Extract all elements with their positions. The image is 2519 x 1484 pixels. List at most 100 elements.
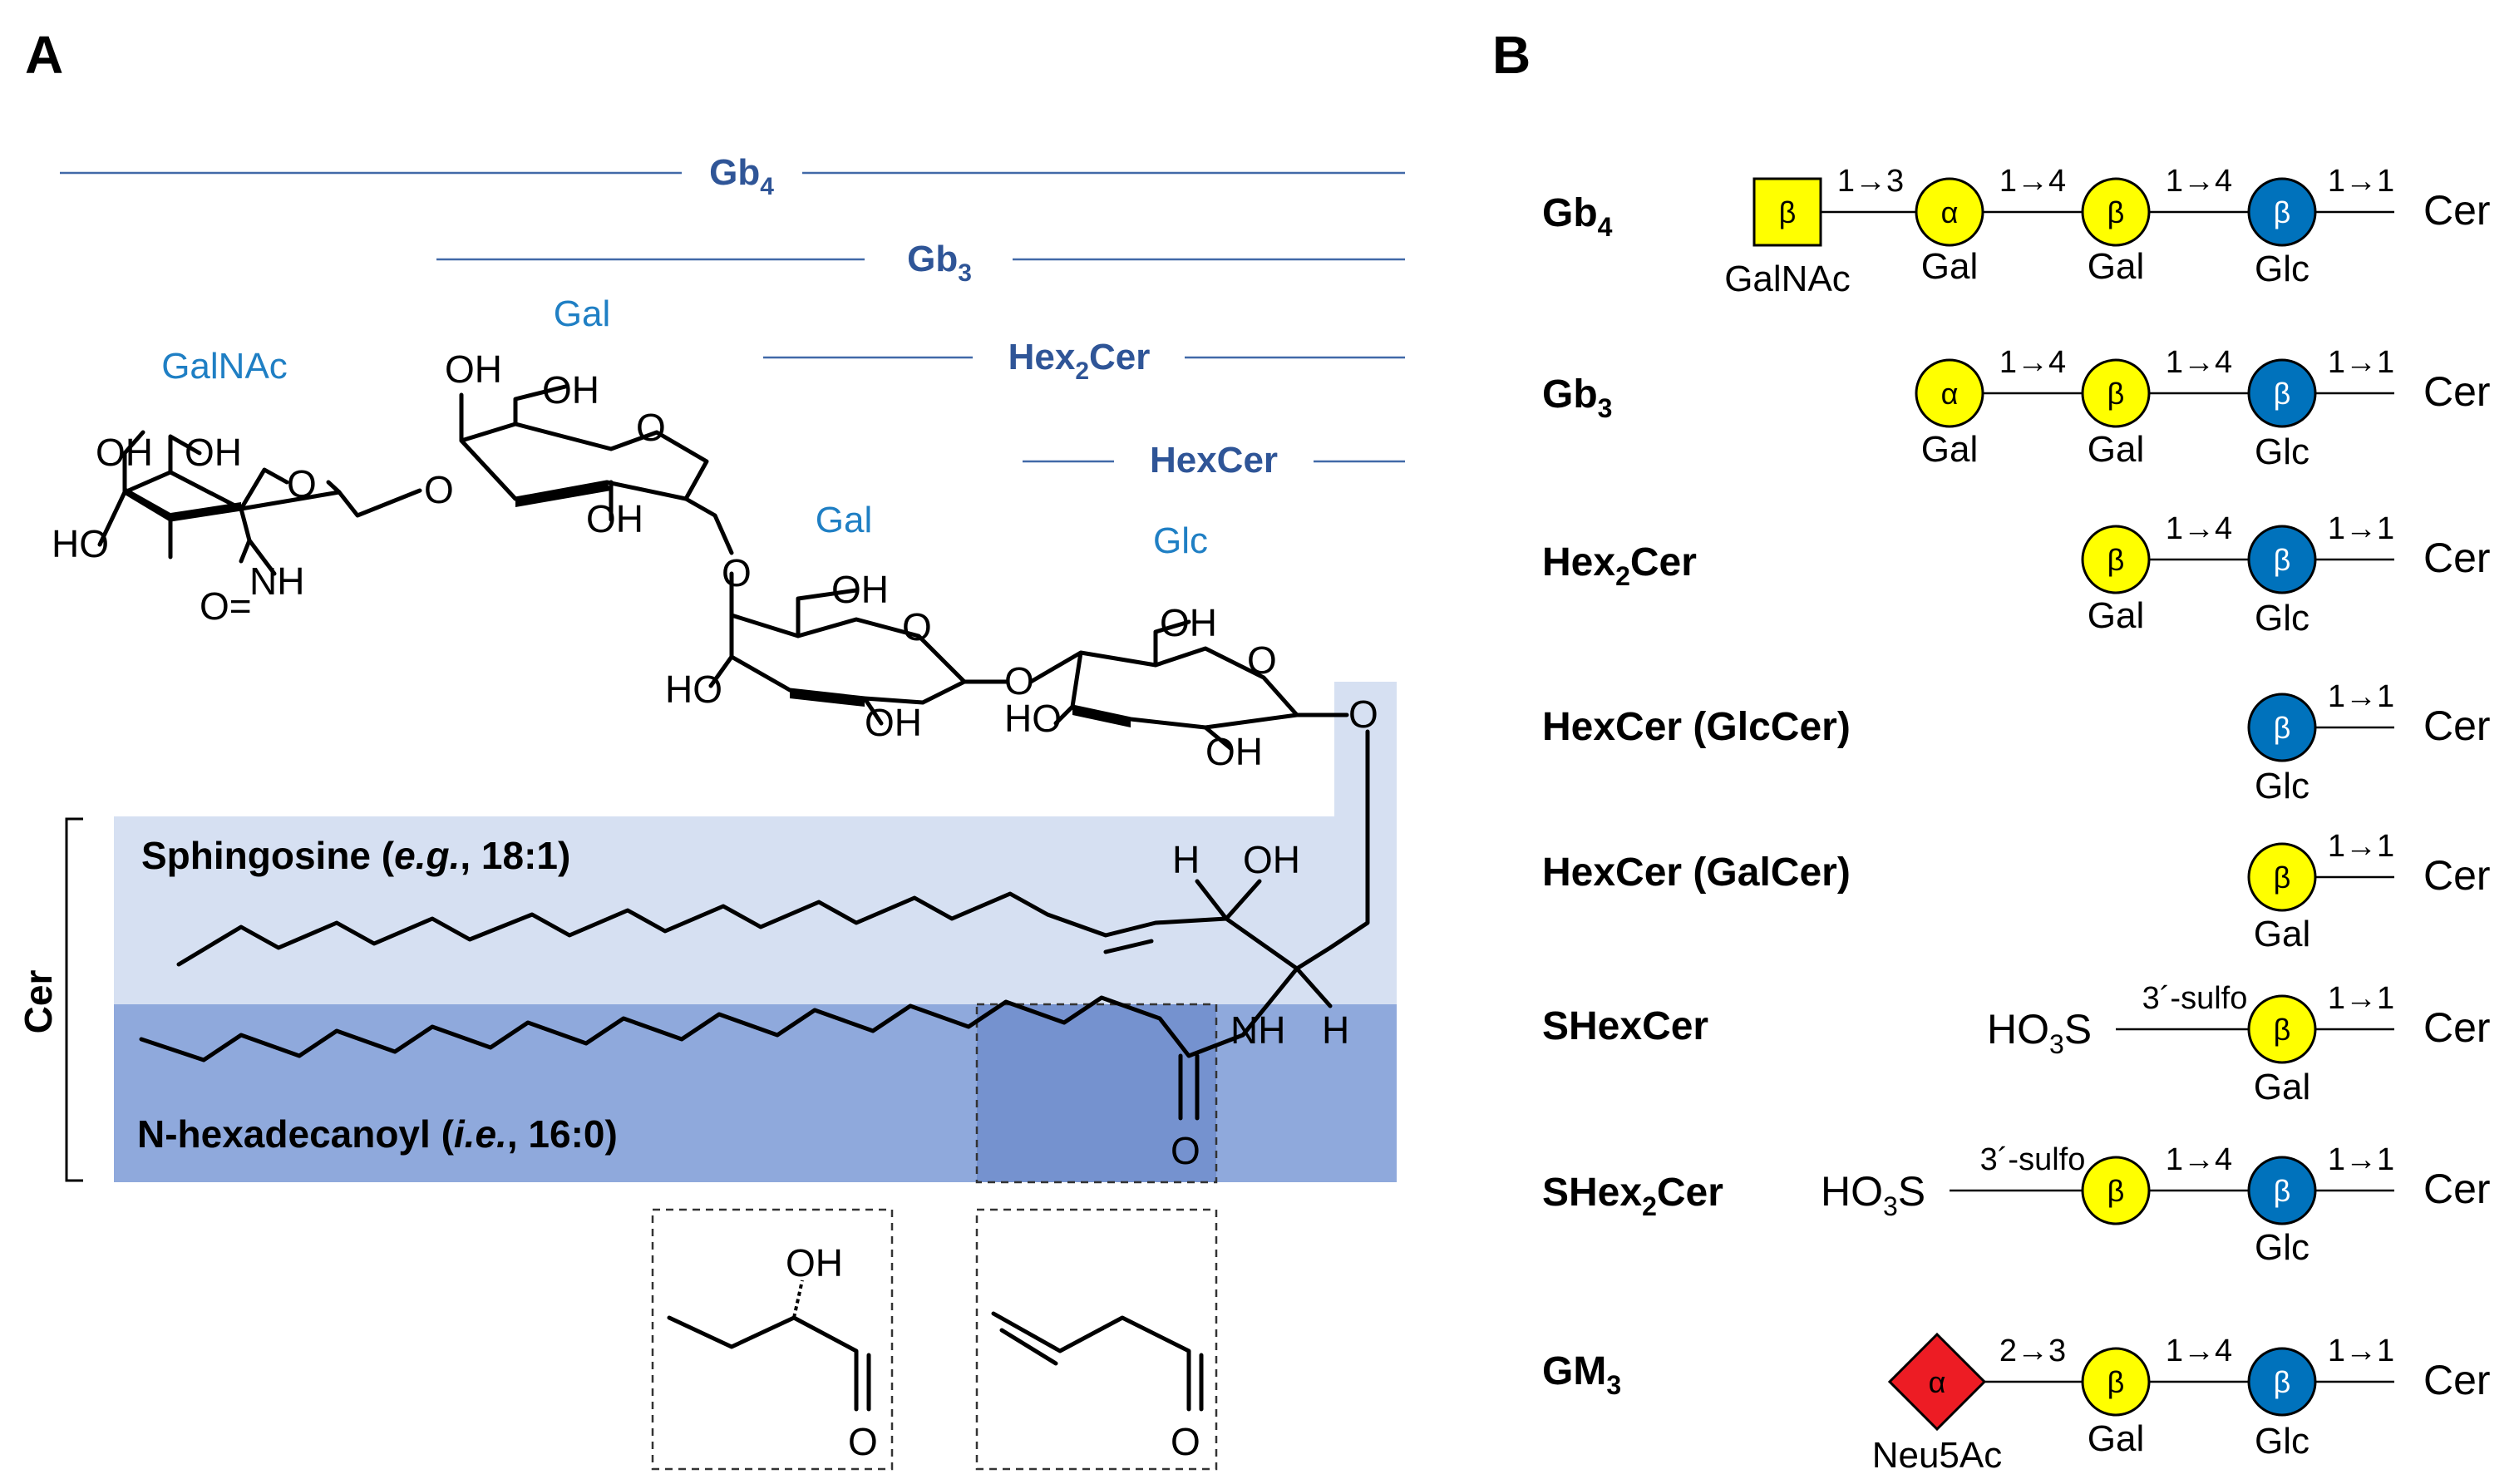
glycan-glccer: β 1→1 Glc Cer	[2247, 679, 2491, 806]
atom-h: H	[1172, 838, 1200, 881]
atom-oh: OH	[1160, 601, 1217, 644]
glycan-gb4: β α β β 1→3 1→4 1→4 1→1 GalNAc Gal Gal G…	[1724, 164, 2490, 299]
gal-terminal-ring	[459, 384, 734, 555]
atom-o: O	[1171, 1129, 1200, 1172]
atom-oh: OH	[445, 348, 502, 391]
atom-oh: OH	[586, 497, 643, 540]
hexcer-span-label: HexCer	[1150, 440, 1278, 481]
atom-oh: OH	[185, 431, 242, 474]
row-label-hexcer-glccer: HexCer (GlcCer)	[1542, 705, 1851, 749]
anomer-label: β	[2107, 377, 2125, 411]
galnac-ring	[97, 430, 422, 576]
residue-name: Neu5Ac	[1872, 1435, 2003, 1476]
anomer-label: β	[1779, 195, 1797, 229]
anomer-label: β	[2107, 543, 2125, 577]
glc-ring	[1028, 619, 1349, 751]
gal-circle-icon	[1915, 177, 1984, 247]
residue-names: Gal Gal Glc	[1921, 429, 2309, 472]
anomer-label: β	[2107, 195, 2125, 229]
atom-o: O	[848, 1420, 878, 1463]
linkage-labels: 1→4 1→4 1→1	[1999, 345, 2394, 380]
anomer-label: β	[2274, 1365, 2291, 1399]
residue-name: Glc	[2255, 1227, 2309, 1268]
galnac-square-icon	[1752, 177, 1822, 247]
glycan-span-lines: Gb4 Gb3 Hex2Cer HexCer	[60, 152, 1405, 481]
anomer-label: α	[1941, 195, 1959, 229]
linkage-label: 1→1	[2328, 679, 2394, 714]
glc-circle-icon	[2247, 358, 2317, 428]
cer-bracket	[65, 817, 83, 1182]
row-label-hex2cer: Hex2Cer	[1542, 540, 1697, 591]
panel-b: B Gb4 Gb3 Hex2Cer HexCer (GlcCer) HexCer…	[1492, 25, 2491, 1476]
gb3-span-label: Gb3	[907, 239, 972, 287]
linkage-label: 2→3	[1999, 1334, 2066, 1368]
atom-oh: OH	[96, 431, 153, 474]
anomer-label: β	[2274, 1013, 2291, 1047]
atom-o: O	[902, 605, 932, 648]
atom-o: O	[1247, 638, 1277, 682]
row-label-shexcer: SHexCer	[1542, 1004, 1708, 1048]
residue-name: Gal	[2088, 1418, 2144, 1459]
cer-label: Cer	[2423, 703, 2491, 749]
anomer-label: β	[2274, 860, 2291, 895]
acyl-label: N-hexadecanoyl (i.e., 16:0)	[137, 1112, 618, 1156]
panel-a-letter: A	[25, 25, 63, 85]
gal-circle-icon	[2247, 842, 2317, 912]
linkage-label: 1→4	[1999, 164, 2066, 199]
atom-oh: OH	[1243, 838, 1300, 881]
panel-a: A Gb4 Gb3 Hex2Cer HexCer GalNAc Ga	[17, 25, 1405, 1471]
linkage-label: 3´-sulfo	[1980, 1142, 2086, 1177]
linkage-label: 1→1	[2328, 511, 2394, 546]
glc-circle-icon	[2247, 525, 2317, 594]
atom-oh: OH	[865, 701, 922, 744]
anomer-label: β	[2274, 1174, 2291, 1208]
carbonyl-bond	[1178, 1053, 1200, 1121]
linkage-label: 1→4	[2166, 1334, 2232, 1368]
anomer-label: β	[2274, 195, 2291, 229]
anomer-label: α	[1929, 1365, 1946, 1399]
atom-o: O	[636, 406, 666, 449]
row-label-gm3: GM3	[1542, 1349, 1621, 1400]
panel-b-letter: B	[1492, 25, 1531, 85]
residue-name: Gal	[2088, 246, 2144, 287]
linkage-label: 1→1	[2328, 345, 2394, 380]
gb4-span-label: Gb4	[709, 152, 774, 200]
sphingosine-oh-bonds	[1195, 879, 1262, 921]
cer-label: Cer	[2423, 1004, 2491, 1051]
glycan-hex2cer: β β 1→4 1→1 Gal Glc Cer	[2081, 511, 2491, 638]
atom-oh: OH	[786, 1241, 843, 1284]
glc-circle-icon	[2247, 693, 2317, 762]
residue-names: Gal Glc	[2088, 595, 2309, 638]
galnac-label: GalNAc	[161, 346, 288, 387]
residue-name: Glc	[2255, 1421, 2309, 1462]
linkage-label: 1→1	[2328, 1142, 2394, 1177]
residue-name: Glc	[2255, 766, 2309, 806]
glycan-gb3: α β β 1→4 1→4 1→1 Gal Gal Glc Cer	[1915, 345, 2491, 472]
gal-terminal-label: Gal	[554, 293, 610, 334]
anomer-label: α	[1941, 377, 1959, 411]
atom-o: O	[424, 468, 454, 511]
glycan-shex2cer: HO3S β β 3´-sulfo 1→4 1→1 Glc Cer	[1821, 1142, 2491, 1268]
linkage-label: 1→4	[2166, 1142, 2232, 1177]
anomer-label: β	[2107, 1365, 2125, 1399]
linkage-label: 1→1	[2328, 829, 2394, 864]
gal-circle-icon	[2081, 358, 2151, 428]
atom-o: O	[1348, 693, 1378, 736]
acyl-dashed-box	[975, 1003, 1218, 1184]
atom-oh: OH	[831, 568, 889, 611]
gal-circle-icon	[2081, 525, 2151, 594]
residue-name: Gal	[2088, 429, 2144, 470]
row-label-gb3: Gb3	[1542, 372, 1612, 423]
anomer-label: β	[2107, 1174, 2125, 1208]
sugar-labels: GalNAc Gal Gal Glc	[161, 293, 1208, 561]
residue-name: Glc	[2255, 431, 2309, 472]
linkage-label: 1→3	[1837, 164, 1904, 199]
sulfate-label: HO3S	[1987, 1006, 2092, 1059]
glc-circle-icon	[2247, 1347, 2317, 1417]
atom-labels: OH OH HO O NH O= O OH OH O OH O OH O HO …	[52, 348, 1378, 1172]
cer-label: Cer	[2423, 852, 2491, 899]
gal-circle-icon	[2081, 1156, 2151, 1225]
molecule-structure: OH OH HO O NH O= O OH OH O OH O OH O HO …	[52, 348, 1378, 1172]
cer-label: Cer	[2423, 535, 2491, 581]
